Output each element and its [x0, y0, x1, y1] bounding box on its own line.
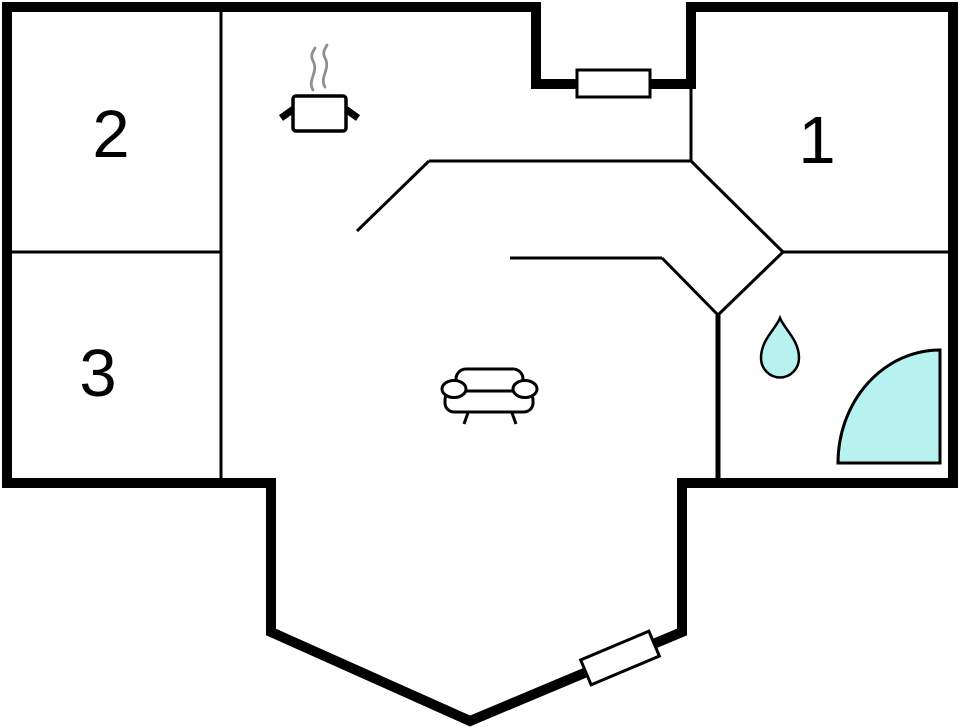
sofa-icon: [440, 367, 539, 425]
water-drop-icon: [759, 314, 801, 379]
interior-wall-bathroom-diagonal: [716, 250, 785, 317]
steam-line-icon: [321, 43, 329, 89]
room-2-label: 2: [92, 97, 129, 172]
window-icon: [575, 68, 652, 99]
sofa-armrest-right: [511, 379, 539, 399]
stove-icon: [278, 43, 361, 133]
door-icon: [578, 629, 662, 687]
interior-wall-hallway-diagonal: [660, 256, 720, 317]
interior-walls: [5, 7, 953, 483]
shower-icon: [836, 348, 942, 465]
steam-line-icon: [309, 46, 317, 92]
pot-body: [291, 94, 348, 133]
interior-wall-kitchen-diagonal: [355, 159, 431, 233]
sofa-seat: [443, 389, 535, 414]
room-3-label: 3: [79, 336, 116, 411]
room-1-label: 1: [798, 103, 835, 178]
sofa-armrest-left: [440, 379, 468, 399]
interior-wall-room1-diagonal: [689, 159, 785, 254]
